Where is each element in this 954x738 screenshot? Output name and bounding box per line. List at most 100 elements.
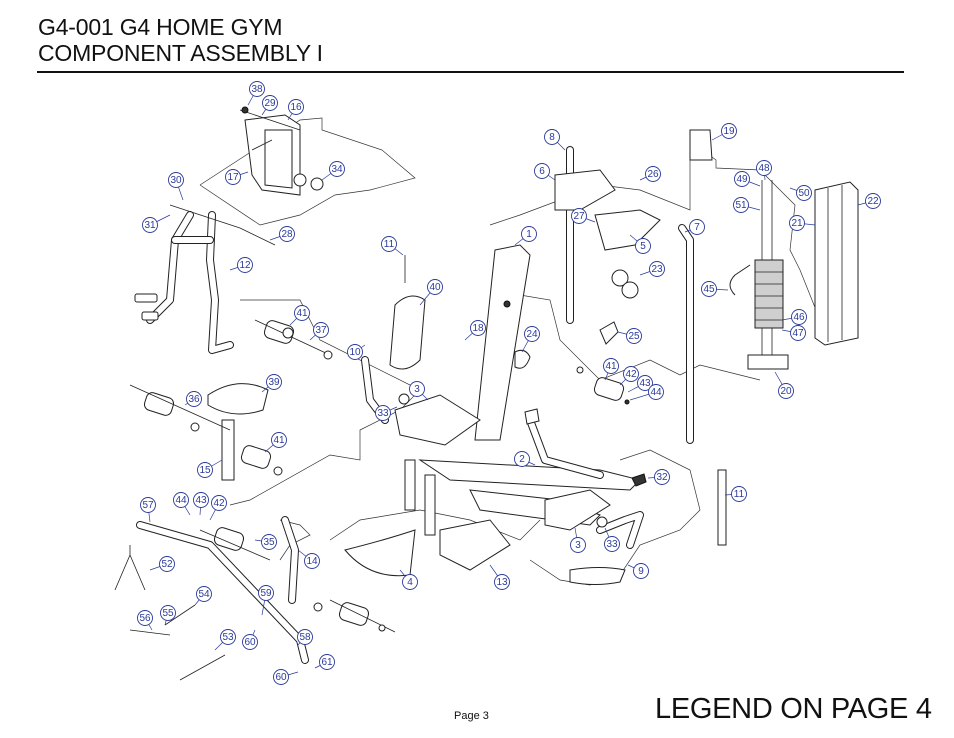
callout-label: 59 xyxy=(260,588,272,599)
callout-circle xyxy=(649,261,665,277)
callout-circle xyxy=(242,634,258,650)
callout-circle xyxy=(329,161,345,177)
callout-circle xyxy=(521,226,537,242)
callout-label: 43 xyxy=(639,378,651,389)
callout-part-41: 41 xyxy=(603,358,619,381)
callout-circle xyxy=(375,405,391,421)
callout-label: 35 xyxy=(263,537,275,548)
callout-label: 29 xyxy=(264,98,276,109)
callout-part-51: 51 xyxy=(733,197,761,213)
callout-part-21: 21 xyxy=(789,215,816,231)
callout-part-46: 46 xyxy=(781,309,807,325)
callout-circle xyxy=(637,375,653,391)
callout-part-25: 25 xyxy=(617,328,642,344)
callout-circle xyxy=(721,123,737,139)
callout-part-26: 26 xyxy=(639,166,661,182)
callout-part-43: 43 xyxy=(627,375,653,393)
callout-circle xyxy=(381,236,397,252)
callout-circle xyxy=(534,163,550,179)
callout-label: 39 xyxy=(268,377,280,388)
callout-label: 46 xyxy=(793,312,805,323)
callout-circle xyxy=(197,462,213,478)
callout-circle xyxy=(319,654,335,670)
callout-part-40: 40 xyxy=(419,279,443,306)
callout-part-23: 23 xyxy=(639,261,665,277)
callout-circle xyxy=(494,574,510,590)
callout-part-54: 54 xyxy=(194,586,212,606)
callout-circle xyxy=(273,669,289,685)
callout-label: 14 xyxy=(306,556,318,567)
callout-part-53: 53 xyxy=(214,629,236,651)
main-frame xyxy=(474,129,713,444)
callout-circle xyxy=(626,328,642,344)
callout-label: 60 xyxy=(244,637,256,648)
press-arm-57 xyxy=(114,516,309,681)
callout-label: 33 xyxy=(606,539,618,550)
callout-circle xyxy=(514,451,530,467)
callout-circle xyxy=(470,320,486,336)
callout-circle xyxy=(778,383,794,399)
callout-part-55: 55 xyxy=(160,605,176,626)
title-underline xyxy=(37,71,904,73)
callout-part-50: 50 xyxy=(789,185,812,201)
callout-circle xyxy=(654,469,670,485)
callout-label: 42 xyxy=(625,369,637,380)
callout-circle xyxy=(790,325,806,341)
callout-label: 51 xyxy=(735,200,747,211)
callout-part-58: 58 xyxy=(297,629,313,646)
callout-label: 25 xyxy=(628,331,640,342)
callout-part-59: 59 xyxy=(258,585,274,616)
callout-circle xyxy=(294,305,310,321)
callout-circle xyxy=(570,537,586,553)
callout-label: 17 xyxy=(227,172,239,183)
callout-part-39: 39 xyxy=(261,374,282,393)
callout-label: 44 xyxy=(175,495,187,506)
callout-part-41: 41 xyxy=(289,305,310,326)
callout-part-27: 27 xyxy=(571,208,596,224)
callout-circle xyxy=(237,257,253,273)
callout-label: 27 xyxy=(573,211,585,222)
callout-label: 10 xyxy=(349,347,361,358)
callout-part-15: 15 xyxy=(197,459,223,478)
callout-circle xyxy=(279,226,295,242)
callout-part-45: 45 xyxy=(701,281,729,297)
callout-label: 54 xyxy=(198,589,210,600)
callout-circle xyxy=(142,217,158,233)
callout-part-6: 6 xyxy=(534,163,556,181)
callout-circle xyxy=(734,171,750,187)
callout-label: 32 xyxy=(656,472,668,483)
callout-label: 52 xyxy=(161,559,173,570)
callout-label: 45 xyxy=(703,284,715,295)
callout-circle xyxy=(689,219,705,235)
callout-part-17: 17 xyxy=(225,169,249,185)
callout-circle xyxy=(524,326,540,342)
callout-circle xyxy=(603,358,619,374)
small-hardware xyxy=(190,255,647,632)
callout-circle xyxy=(220,629,236,645)
callout-part-42: 42 xyxy=(209,495,227,521)
callout-circle xyxy=(571,208,587,224)
callout-circle xyxy=(789,215,805,231)
callout-circle xyxy=(160,605,176,621)
legend-note: LEGEND ON PAGE 4 xyxy=(655,693,932,725)
callout-circle xyxy=(137,610,153,626)
callout-part-36: 36 xyxy=(184,391,202,407)
callout-circle xyxy=(604,536,620,552)
callout-circle xyxy=(427,279,443,295)
callout-label: 41 xyxy=(273,435,285,446)
callout-part-61: 61 xyxy=(314,654,335,670)
callout-part-34: 34 xyxy=(321,161,345,181)
callout-circle xyxy=(731,486,747,502)
callout-label: 56 xyxy=(139,613,151,624)
callout-circle xyxy=(796,185,812,201)
callout-circle xyxy=(193,492,209,508)
callout-circle xyxy=(262,95,278,111)
callout-part-3: 3 xyxy=(409,381,429,401)
weight-stack xyxy=(729,180,789,370)
callout-label: 36 xyxy=(188,394,200,405)
callout-part-14: 14 xyxy=(297,549,320,569)
callout-part-24: 24 xyxy=(521,326,540,353)
callout-part-12: 12 xyxy=(229,257,253,273)
callout-label: 5 xyxy=(640,241,646,252)
